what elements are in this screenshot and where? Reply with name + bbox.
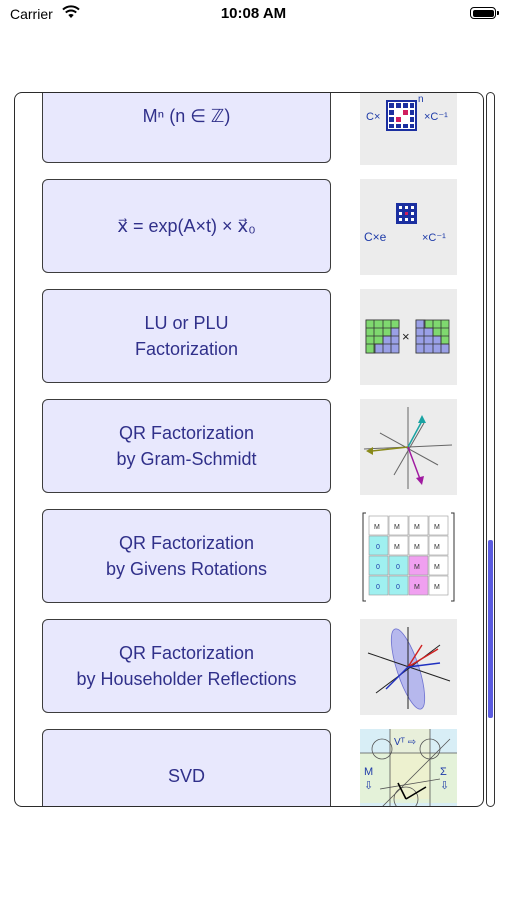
svg-text:C×: C×	[366, 111, 380, 123]
thumb-op-text: ×	[402, 329, 410, 344]
status-bar: Carrier 10:08 AM	[0, 0, 507, 30]
svd-button[interactable]: SVD	[42, 729, 331, 806]
matrix-exponential-thumbnail: C×e ×C⁻¹	[360, 179, 457, 275]
thumb-right-text: ×C⁻¹	[424, 111, 448, 123]
svg-text:C×e: C×e	[364, 230, 387, 244]
list-item-qr-givens[interactable]: QR Factorization by Givens Rotations M M…	[15, 509, 483, 605]
thumb-left-text: C×	[366, 111, 380, 123]
thumb-m-text: M	[434, 544, 440, 551]
qr-gram-schmidt-button[interactable]: QR Factorization by Gram-Schmidt	[42, 399, 331, 493]
battery-icon	[470, 7, 499, 19]
qr-gram-schmidt-label: QR Factorization by Gram-Schmidt	[116, 423, 257, 469]
svg-text:×C⁻¹: ×C⁻¹	[422, 232, 446, 244]
thumb-m-text: M	[434, 524, 440, 531]
thumb-m-text: M	[414, 584, 420, 591]
method-list-panel[interactable]: Mⁿ (n ∈ ℤ) C× n ×C⁻¹	[14, 92, 484, 807]
thumb-sup-text: n	[418, 94, 424, 105]
thumb-sigma-arrow: ⇩	[440, 780, 449, 792]
thumb-m-text: M	[394, 524, 400, 531]
householder-plane-thumbnail	[360, 619, 457, 715]
svd-label: SVD	[167, 766, 205, 786]
matrix-exponential-button[interactable]: x⃗ = exp(A×t) × x⃗₀	[42, 179, 331, 273]
clock: 10:08 AM	[220, 5, 287, 22]
svg-text:×C⁻¹: ×C⁻¹	[424, 111, 448, 123]
list-item-qr-gram-schmidt[interactable]: QR Factorization by Gram-Schmidt	[15, 399, 483, 495]
scrollbar[interactable]	[486, 92, 495, 807]
qr-givens-button[interactable]: QR Factorization by Givens Rotations	[42, 509, 331, 603]
matrix-power-button[interactable]: Mⁿ (n ∈ ℤ)	[42, 93, 331, 163]
lu-factorization-button[interactable]: LU or PLU Factorization	[42, 289, 331, 383]
thumb-m-text: M	[394, 544, 400, 551]
list-item-matrix-exponential[interactable]: x⃗ = exp(A×t) × x⃗₀ C×e ×C⁻¹	[15, 179, 483, 275]
thumb-right-text: ×C⁻¹	[422, 232, 446, 244]
thumb-m-text: M	[414, 564, 420, 571]
wifi-icon	[62, 5, 80, 18]
thumb-zero-text: 0	[376, 564, 380, 571]
vector-axes-thumbnail	[360, 399, 457, 495]
givens-matrix-thumbnail: M M M M 0 M M M 0 0 M M 0 0 M M	[360, 509, 457, 605]
list-item-lu-factorization[interactable]: LU or PLU Factorization ×	[15, 289, 483, 385]
thumb-vt-text: Vᵀ ⇨	[394, 737, 416, 748]
thumb-sigma-text: Σ	[440, 766, 447, 778]
lu-grids-thumbnail: ×	[360, 289, 457, 385]
thumb-m-text: M	[434, 584, 440, 591]
list-item-matrix-power[interactable]: Mⁿ (n ∈ ℤ) C× n ×C⁻¹	[15, 93, 483, 165]
qr-householder-button[interactable]: QR Factorization by Householder Reflecti…	[42, 619, 331, 713]
thumb-m-arrow: ⇩	[364, 780, 373, 792]
matrix-power-label: Mⁿ (n ∈ ℤ)	[142, 106, 231, 126]
svg-text:×: ×	[402, 329, 410, 344]
thumb-m-text: M	[374, 524, 380, 531]
svd-diagram-thumbnail: Vᵀ ⇨ M ⇩ Σ ⇩	[360, 729, 457, 806]
carrier-label: Carrier	[10, 6, 53, 22]
thumb-zero-text: 0	[396, 564, 400, 571]
thumb-m-text: M	[434, 564, 440, 571]
lu-factorization-label: LU or PLU Factorization	[134, 313, 239, 359]
thumb-zero-text: 0	[376, 544, 380, 551]
thumb-m-text: M	[414, 524, 420, 531]
qr-householder-label: QR Factorization by Householder Reflecti…	[76, 643, 297, 689]
qr-givens-label: QR Factorization by Givens Rotations	[105, 533, 268, 579]
thumb-left-text: C×e	[364, 230, 387, 244]
thumb-m-text: M	[364, 766, 373, 778]
thumb-m-text: M	[414, 544, 420, 551]
list-item-qr-householder[interactable]: QR Factorization by Householder Reflecti…	[15, 619, 483, 715]
scrollbar-thumb[interactable]	[488, 540, 493, 718]
list-item-svd[interactable]: SVD	[15, 729, 483, 806]
method-list[interactable]: Mⁿ (n ∈ ℤ) C× n ×C⁻¹	[15, 93, 483, 806]
matrix-power-thumbnail: C× n ×C⁻¹	[360, 93, 457, 165]
svg-text:n: n	[418, 94, 424, 105]
thumb-zero-text: 0	[396, 584, 400, 591]
matrix-exponential-label: x⃗ = exp(A×t) × x⃗₀	[117, 216, 256, 236]
thumb-zero-text: 0	[376, 584, 380, 591]
